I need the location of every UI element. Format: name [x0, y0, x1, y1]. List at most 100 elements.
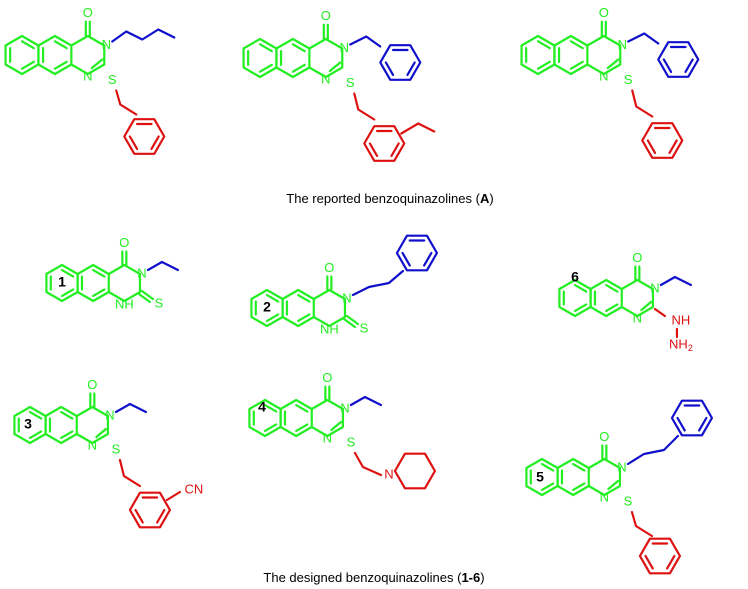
benzo-ring-middle-double-bond [572, 462, 586, 472]
benzo-ring-middle-double-bond [605, 283, 619, 293]
thioxo-bond [140, 289, 155, 301]
phenyl-ring-double-bond [423, 251, 433, 267]
benzo-ring-left-double-bond [573, 283, 588, 293]
ethyl-chain [659, 275, 693, 287]
benzo-ring-middle-double-bond [291, 63, 306, 73]
designed-caption: The designed benzoquinazolines (1-6) [263, 570, 484, 585]
pyrimidinone-ring [587, 457, 622, 497]
nitrogen-n1: N [600, 489, 609, 504]
phenyl-ring-double-bond [676, 416, 686, 432]
benzyl-linker [115, 89, 138, 116]
benzo-ring-left-double-bond [20, 60, 35, 70]
cn-double-bond [328, 61, 342, 73]
cn-double-bond [90, 58, 104, 70]
thioxo-sulfur: S [360, 320, 369, 335]
thioxo-sulfur: S [155, 295, 164, 310]
compound-number-c2: 2 [263, 299, 271, 315]
compound-number-c1: 1 [58, 274, 66, 290]
hydrazine-nh2: NH2 [669, 336, 693, 353]
s-linker [353, 92, 376, 121]
benzo-ring-middle-double-bond [92, 268, 106, 278]
phenethyl-chain [351, 269, 405, 297]
cn-double-bond [640, 300, 653, 312]
nitrogen-n3: N [650, 280, 659, 295]
phenethyl-chain [626, 434, 680, 466]
s-benzyl-ring-double-bond [644, 554, 654, 570]
s-linker [118, 458, 142, 488]
benzo-ring-middle-double-bond [295, 423, 309, 433]
benzo-ring-middle-double-bond [297, 293, 311, 303]
benzo-ring-middle-double-bond [295, 403, 309, 413]
cyanobenzyl-ring-double-bond [156, 508, 166, 524]
nitrogen-n1: N [599, 68, 608, 83]
nitrogen-n3: N [342, 290, 351, 305]
s-benzyl-ring [641, 122, 684, 159]
sulfur-atom: S [112, 441, 121, 456]
oxygen-atom: O [632, 250, 642, 265]
oxygen-atom: O [119, 235, 129, 250]
pyrimidinone-ring [586, 34, 622, 76]
pyrimidinone-ring [107, 263, 142, 303]
nitrogen-n1: N [83, 68, 92, 83]
thioxo-bond [137, 292, 152, 304]
phenyl-ring [395, 234, 439, 272]
nitrogen-n1: N [323, 430, 332, 445]
nitrogen-n3: N [137, 265, 146, 280]
n-benzyl-ring-double-bond [406, 61, 416, 77]
benzo-ring-middle-double-bond [291, 43, 306, 53]
benzo-ring-left-double-bond [573, 303, 588, 313]
benzo-ring-middle-double-bond [60, 410, 74, 420]
ethyl-chain [349, 395, 383, 407]
oxygen-atom: O [599, 5, 609, 20]
benzo-ring-left-double-bond [536, 40, 551, 50]
benzyl-linker [627, 32, 660, 45]
oxygen-atom: O [83, 5, 93, 20]
benzo-ring-left-double-bond [258, 43, 273, 53]
benzo-ring-left-double-bond [263, 403, 278, 413]
thioxo-bond [345, 314, 360, 326]
sulfur-atom: S [624, 493, 633, 508]
s-benzyl-ring-double-bond [666, 554, 676, 570]
oxygen-atom: O [321, 8, 331, 23]
benzo-ring-left-double-bond [540, 462, 555, 472]
benzo-ring-middle-double-bond [92, 288, 106, 298]
methoxybenzyl-ring [363, 125, 406, 162]
benzyl-ring-double-bond [150, 135, 160, 151]
s-benzyl-ring [638, 537, 682, 575]
nitrogen-n1: N [321, 71, 330, 86]
nitrile-group: CN [185, 481, 204, 496]
pyrimidinone-ring [310, 398, 345, 438]
nitrile-bond [165, 490, 182, 502]
hydrazine-bond [653, 307, 667, 318]
benzo-ring-left-double-bond [28, 410, 43, 420]
sulfur-atom: S [624, 72, 633, 87]
s-linker [631, 89, 654, 118]
phenyl-ring-double-bond [401, 251, 411, 267]
benzyl-linker [349, 35, 382, 48]
oxygen-atom: O [322, 370, 332, 385]
benzo-ring-middle-double-bond [569, 40, 584, 50]
n-benzyl-ring-double-bond [384, 61, 395, 77]
benzo-ring-left-double-bond [540, 482, 555, 492]
benzo-ring-left-double-bond [265, 293, 280, 303]
benzo-ring-left-double-bond [536, 60, 551, 70]
benzo-ring-left-double-bond [28, 430, 43, 440]
benzyl-ring-double-bond [128, 135, 139, 151]
pyrimidinone-ring [312, 288, 347, 328]
compound-number-c6: 6 [571, 269, 579, 285]
benzo-ring-middle-double-bond [569, 60, 584, 70]
methoxybenzyl-ring-double-bond [390, 142, 400, 158]
benzo-ring-left-double-bond [60, 268, 75, 278]
n-benzyl-ring-double-bond [684, 58, 694, 74]
benzo-ring-left-double-bond [265, 313, 280, 323]
phenyl-ring-double-bond [698, 416, 708, 432]
benzo-ring-middle-double-bond [572, 482, 586, 492]
pyrimidinone-ring [75, 405, 110, 445]
